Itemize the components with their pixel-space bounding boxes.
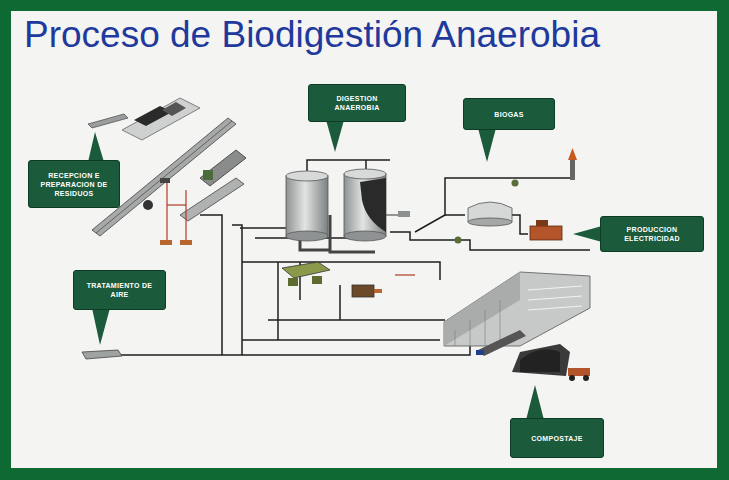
callout-label: RECEPCION E PREPARACION DE RESIDUOS — [34, 171, 114, 198]
callout-label: TRATAMIENTO DE AIRE — [79, 281, 160, 299]
callout-box: TRATAMIENTO DE AIRE — [73, 270, 166, 310]
callout-box: RECEPCION E PREPARACION DE RESIDUOS — [28, 160, 120, 208]
callout-box: PRODUCCION ELECTRICIDAD — [600, 216, 704, 252]
title: Proceso de Biodigestión Anaerobia — [24, 14, 600, 56]
callout-label: COMPOSTAJE — [531, 434, 583, 443]
callout-box: COMPOSTAJE — [510, 418, 604, 458]
callout-label: DIGESTION ANAEROBIA — [314, 94, 400, 112]
callout-label: BIOGAS — [494, 110, 523, 119]
callout-box: BIOGAS — [463, 98, 555, 130]
callout-box: DIGESTION ANAEROBIA — [308, 84, 406, 122]
callout-label: PRODUCCION ELECTRICIDAD — [606, 225, 698, 243]
